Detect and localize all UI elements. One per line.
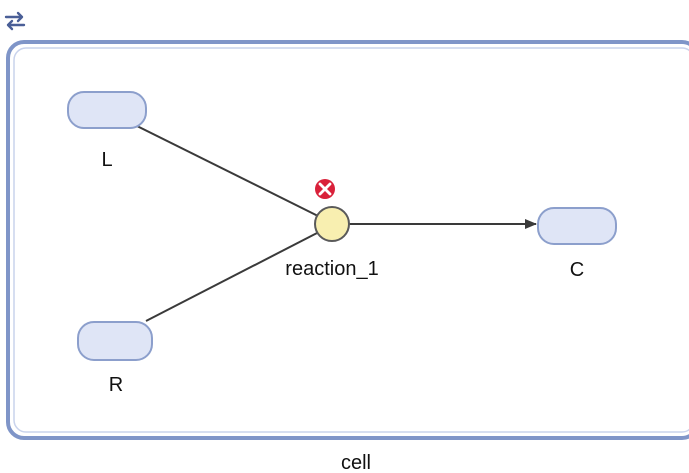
species-R-label: R — [109, 374, 123, 396]
edge-R-reaction[interactable] — [145, 231, 320, 322]
edge-L-reaction[interactable] — [136, 125, 319, 217]
reaction-node[interactable] — [314, 206, 350, 242]
compartment-label: cell — [341, 452, 371, 473]
species-L-node[interactable] — [67, 91, 147, 129]
species-L-label: L — [101, 149, 112, 171]
reaction-label: reaction_1 — [285, 258, 378, 280]
compartment-inner-border — [13, 47, 689, 433]
species-R-node[interactable] — [77, 321, 153, 361]
loop-icon[interactable] — [4, 11, 26, 31]
error-icon[interactable] — [315, 179, 335, 199]
species-C-label: C — [570, 259, 584, 281]
species-C-node[interactable] — [537, 207, 617, 245]
compartment-cell[interactable] — [6, 40, 689, 440]
